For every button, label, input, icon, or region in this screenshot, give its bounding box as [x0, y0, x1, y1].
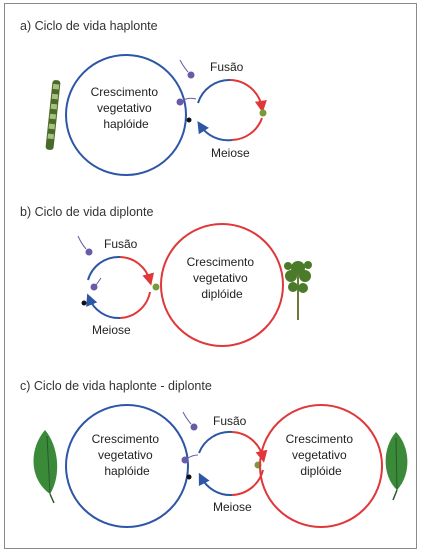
- figure-frame: [4, 3, 417, 549]
- spore-dot: [186, 474, 192, 480]
- fusion-label: Fusão: [104, 237, 138, 251]
- gamete-icon: [90, 277, 102, 291]
- fusion-arc-red: [231, 431, 268, 463]
- diploid-growth-label: Crescimento vegetativo diplóide: [286, 432, 357, 478]
- leaf-icon: [33, 430, 58, 504]
- fusion-label: Fusão: [210, 60, 244, 74]
- fusion-label: Fusão: [213, 414, 247, 428]
- diploid-growth-circle: [259, 404, 383, 528]
- diploid-growth-label: Crescimento vegetativo diplóide: [187, 255, 258, 301]
- haploid-growth-label: Crescimento vegetativo haplóide: [91, 85, 162, 131]
- section-c-title: c) Ciclo de vida haplonte - diplonte: [20, 379, 212, 393]
- meiosis-label: Meiose: [211, 146, 250, 160]
- gamete-icon: [179, 59, 195, 79]
- gamete-icon: [176, 97, 197, 106]
- gamete-icon: [181, 454, 199, 464]
- meiosis-label: Meiose: [213, 500, 252, 514]
- meiosis-arc-red: [231, 469, 264, 496]
- section-a: a) Ciclo de vida haplonte Crescimento ve…: [20, 19, 267, 176]
- meiosis-arc-blue: [86, 293, 121, 320]
- fusion-arc-red: [229, 79, 267, 113]
- haploid-growth-circle: [65, 54, 187, 176]
- section-a-title: a) Ciclo de vida haplonte: [20, 19, 158, 33]
- zygote-dot: [259, 109, 267, 117]
- section-b: b) Ciclo de vida diplonte Fusão Meiose C…: [20, 205, 312, 347]
- meiosis-arc-red: [119, 291, 151, 319]
- spore-dot: [81, 300, 87, 306]
- spore-dot: [186, 117, 192, 123]
- filamentous-alga-icon: [45, 80, 61, 150]
- section-c: c) Ciclo de vida haplonte - diplonte Cre…: [20, 379, 408, 528]
- fusion-arc-blue: [198, 430, 233, 454]
- meiosis-arc-red: [231, 117, 263, 141]
- zygote-dot: [152, 283, 160, 291]
- fusion-arc-red: [119, 256, 155, 286]
- leaf-icon: [385, 432, 408, 501]
- gamete-icon: [182, 411, 198, 431]
- haploid-growth-circle: [65, 404, 189, 528]
- meiosis-arc-blue: [198, 472, 233, 497]
- haploid-growth-label: Crescimento vegetativo haplóide: [92, 432, 163, 478]
- plant-icon: [284, 261, 312, 320]
- section-b-title: b) Ciclo de vida diplonte: [20, 205, 153, 219]
- meiosis-arc-blue: [197, 120, 233, 142]
- fusion-arc-blue: [197, 78, 231, 104]
- diploid-growth-circle: [160, 223, 284, 347]
- gamete-icon: [77, 235, 93, 256]
- meiosis-label: Meiose: [92, 323, 131, 337]
- fusion-arc-blue: [87, 255, 121, 281]
